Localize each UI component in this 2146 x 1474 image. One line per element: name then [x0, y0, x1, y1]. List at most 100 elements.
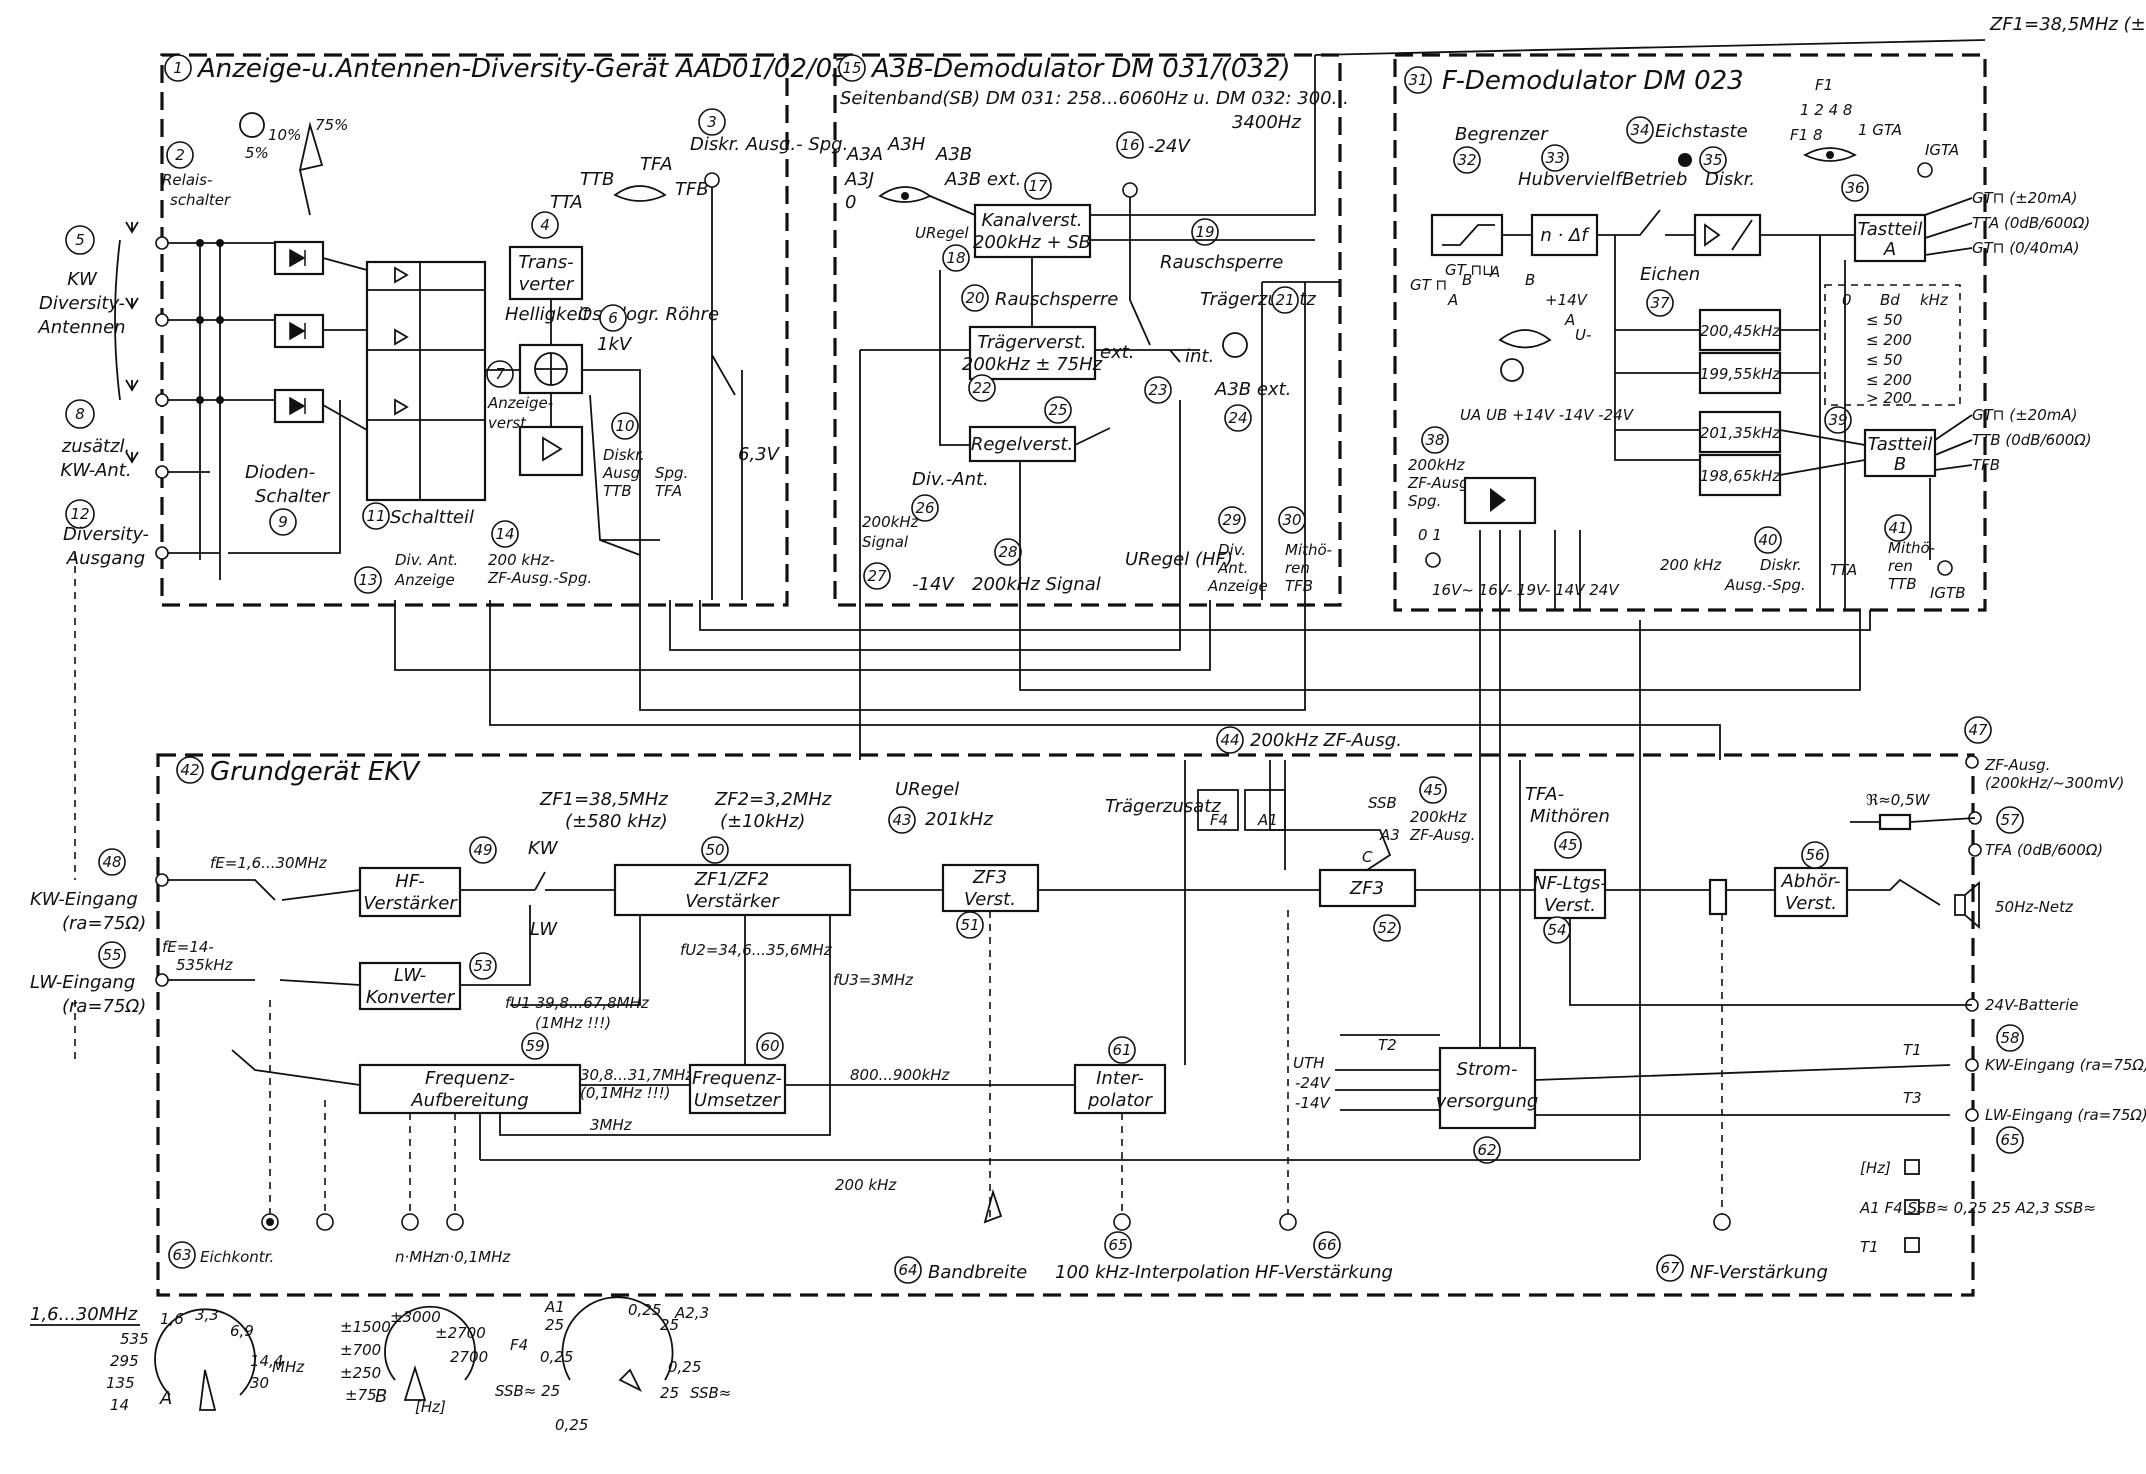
label-tfb-top: ZF1=38,5MHz (±580 kHz) — [1989, 14, 2146, 35]
marker-20: 20 — [965, 289, 984, 307]
marker-23: 23 — [1148, 381, 1167, 399]
svg-text:U-: U- — [1575, 326, 1591, 344]
label-tt-b-out: TFB — [1972, 456, 2000, 474]
svg-text:≤ 200: ≤ 200 — [1866, 331, 1912, 349]
label-minus14v: -14V — [912, 574, 955, 595]
marker-13: 13 — [358, 571, 377, 589]
marker-56: 55 — [102, 946, 121, 964]
nf-ltg-label: NF-Ltgs-Verst. — [1533, 873, 1607, 916]
label-tf-a: TFA — [640, 154, 673, 175]
marker-2: 2 — [175, 146, 185, 164]
marker-45b: 45 — [1558, 836, 1577, 854]
label-igt-a: IGTA — [1925, 141, 1959, 159]
svg-text:0,25: 0,25 — [555, 1416, 588, 1434]
marker-10: 10 — [615, 417, 634, 435]
label-zf2: ZF2=3,2MHz(±10kHz) — [714, 789, 832, 832]
svg-text:B: B — [1462, 271, 1472, 289]
marker-35: 35 — [1703, 151, 1722, 169]
label-eichtaste: Eichstaste — [1655, 121, 1748, 142]
marker-31: 31 — [1408, 71, 1427, 89]
baud-table: 0 Bd kHz ≤ 50 ≤ 200 ≤ 50 ≤ 200 > 200 — [1824, 284, 1961, 407]
svg-text:F1 8: F1 8 — [1790, 126, 1822, 144]
marker-17: 17 — [1028, 177, 1048, 195]
svg-text:25: 25 — [660, 1384, 679, 1402]
svg-text:6,9: 6,9 — [230, 1322, 254, 1340]
svg-text:T1: T1 — [1860, 1238, 1879, 1256]
svg-text:A2,3: A2,3 — [674, 1304, 709, 1322]
label-hf-verstaerkung: HF-Verstärkung — [1255, 1262, 1393, 1283]
unit-frame-dm023 — [1393, 53, 1987, 612]
marker-7: 7 — [495, 365, 505, 383]
svg-text:2700: 2700 — [450, 1348, 488, 1366]
marker-18: 18 — [946, 249, 965, 267]
mode-selector-a3b: A3A A3H A3B A3J A3B ext. 0 — [844, 134, 1021, 213]
label-f4: F4 — [1210, 811, 1228, 829]
svg-text:0,25: 0,25 — [540, 1348, 573, 1366]
label-t3: T3 — [1903, 1089, 1922, 1107]
marker-58: 58 — [2000, 1029, 2019, 1047]
svg-text:F4: F4 — [510, 1336, 528, 1354]
label-a3b-ext: Trägerzusatz — [1200, 289, 1316, 310]
traegerverst-block — [968, 325, 1097, 381]
marker-4: 4 — [540, 216, 550, 234]
marker-66: 65 — [1108, 1236, 1127, 1254]
label-200khz-lower: 200 kHz — [835, 1176, 897, 1194]
label-gt-out-4: TTB (0dB/600Ω) — [1972, 431, 2092, 449]
label-diskr: Diskr. — [1705, 169, 1755, 190]
marker-29: 29 — [1222, 511, 1241, 529]
dial-c: A1 F4 25 0,25 SSB≈ 25 0,25 0,25 25 A2,3 … — [495, 1296, 731, 1434]
lw-konv-block — [358, 961, 462, 1011]
label-3mhz: 3MHz — [590, 1116, 633, 1134]
marker-60: 60 — [760, 1037, 779, 1055]
freq-aufb-block — [358, 1063, 582, 1115]
svg-text:A3H: A3H — [887, 134, 926, 155]
label-supply-list: UA UB +14V -14V -24V — [1460, 406, 1635, 424]
svg-text:295: 295 — [110, 1352, 139, 1370]
label-interpolation: 100 kHz-Interpolation — [1055, 1262, 1250, 1283]
filter-20135-block — [1698, 410, 1782, 454]
marker-9: 9 — [278, 513, 288, 531]
marker-63: 65 — [2000, 1131, 2019, 1149]
marker-43: 43 — [892, 811, 911, 829]
label-spg-tfa: Spg.TFA — [655, 464, 688, 500]
label-begrenzer: Begrenzer — [1455, 124, 1549, 145]
label-a1: A1 — [1257, 811, 1278, 829]
label-tf-b: TFB — [675, 179, 709, 200]
oszillator-f4-block — [1197, 789, 1239, 831]
label-zusaetzl-kw-ant: zusätzl.KW-Ant. — [60, 436, 131, 481]
marker-34: 34 — [1630, 121, 1649, 139]
svg-text:Bd: Bd — [1880, 291, 1900, 309]
marker-1: 1 — [173, 59, 183, 77]
label-traegerzusatz: Rauschsperre — [995, 289, 1118, 310]
tastteil-b-block — [1863, 428, 1937, 478]
label-supply-bottom: 16V~ 16V- 19V- 14V 24V — [1432, 581, 1620, 599]
label-800-900: 800...900kHz — [850, 1066, 951, 1084]
marker-27: 27 — [867, 567, 887, 585]
unit-title-dm023: F-Demodulator DM 023 — [1442, 66, 1744, 96]
marker-49: 49 — [473, 841, 492, 859]
marker-36: 36 — [1845, 179, 1864, 197]
anzeigeverst-block — [518, 425, 584, 477]
label-f30: 30,8...31,7MHz(0,1MHz !!!) — [580, 1066, 694, 1102]
label-ext: ext. — [1100, 342, 1135, 363]
label-lw-eingang: LW-Eingang(ra=75Ω) — [30, 972, 146, 1017]
marker-50: 50 — [705, 841, 724, 859]
svg-text:A3A: A3A — [846, 144, 883, 165]
marker-14: 14 — [495, 525, 514, 543]
marker-32: 32 — [1457, 151, 1476, 169]
svg-text:A: A — [1447, 291, 1458, 309]
nf-ltg-block — [1533, 868, 1607, 920]
demod-block — [1318, 868, 1417, 908]
abhoer-block — [1773, 866, 1849, 918]
dial-b: ±1500 ±3000 ±2700 ±700 ±250 ±75 2700 B [… — [340, 1305, 488, 1416]
unit-subtitle-dm031: Seitenband(SB) DM 031: 258...6060Hz u. D… — [840, 88, 1349, 109]
label-lautsprecher: 50Hz-Netz — [1995, 898, 2074, 916]
label-tt-b: TTB — [580, 169, 614, 190]
marker-44: 44 — [1220, 731, 1239, 749]
label-kw: KW — [528, 838, 559, 859]
svg-text:A1: A1 — [544, 1298, 565, 1316]
